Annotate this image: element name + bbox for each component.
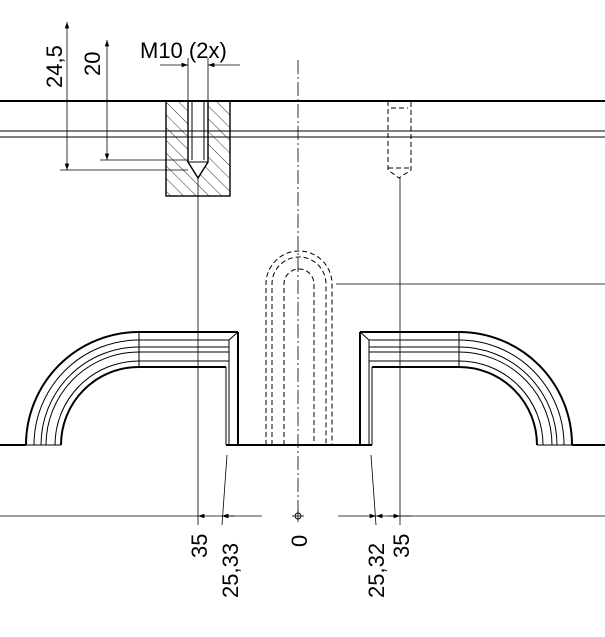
horizontal-dim-extensions (197, 178, 401, 526)
hidden-hole-right (387, 101, 412, 179)
base-profile (0, 331, 605, 446)
hidden-slot (265, 250, 333, 445)
dim-label-35-left: 35 (187, 534, 212, 558)
thread-callout-dims (160, 58, 240, 101)
dim-label-24-5: 24,5 (42, 45, 67, 88)
dim-label-20: 20 (80, 52, 105, 76)
vertical-dimensions (0, 22, 188, 171)
bottom-dimension-line (0, 510, 605, 522)
thread-callout-label: M10 (2x) (140, 38, 227, 63)
dim-label-35-right: 35 (389, 534, 414, 558)
dim-label-25-32: 25,32 (364, 543, 389, 598)
dim-label-0: 0 (287, 535, 312, 547)
top-plate (0, 100, 605, 138)
dim-label-25-33: 25,33 (218, 543, 243, 598)
